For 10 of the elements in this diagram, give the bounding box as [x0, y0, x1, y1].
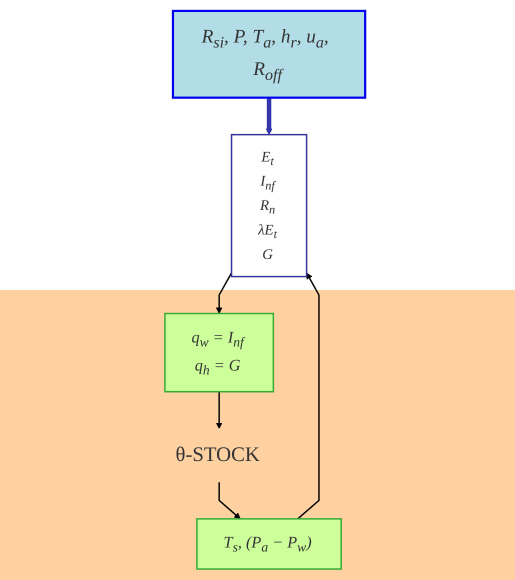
node-text: θ-STOCK	[176, 443, 260, 466]
node-box: R$_{si}$, P, T$_{a}$, h$_{r}$, u$_{a}$, R$_{off}$	[172, 10, 367, 99]
node-box: q$_{w}$ = I$_{nf}$ q$_{h}$ = G	[164, 312, 275, 392]
arrow	[266, 98, 273, 135]
node-box: T$_{s}$, (P$_{a}$ − P$_{w}$)	[196, 518, 342, 570]
arrow	[298, 272, 320, 520]
node-box: E$_{t}$ I$_{nf}$ R$_{n}$ λE$_{t}$ G	[231, 134, 308, 278]
arrow	[216, 392, 223, 429]
arrow	[216, 272, 233, 314]
arrow	[218, 482, 242, 520]
